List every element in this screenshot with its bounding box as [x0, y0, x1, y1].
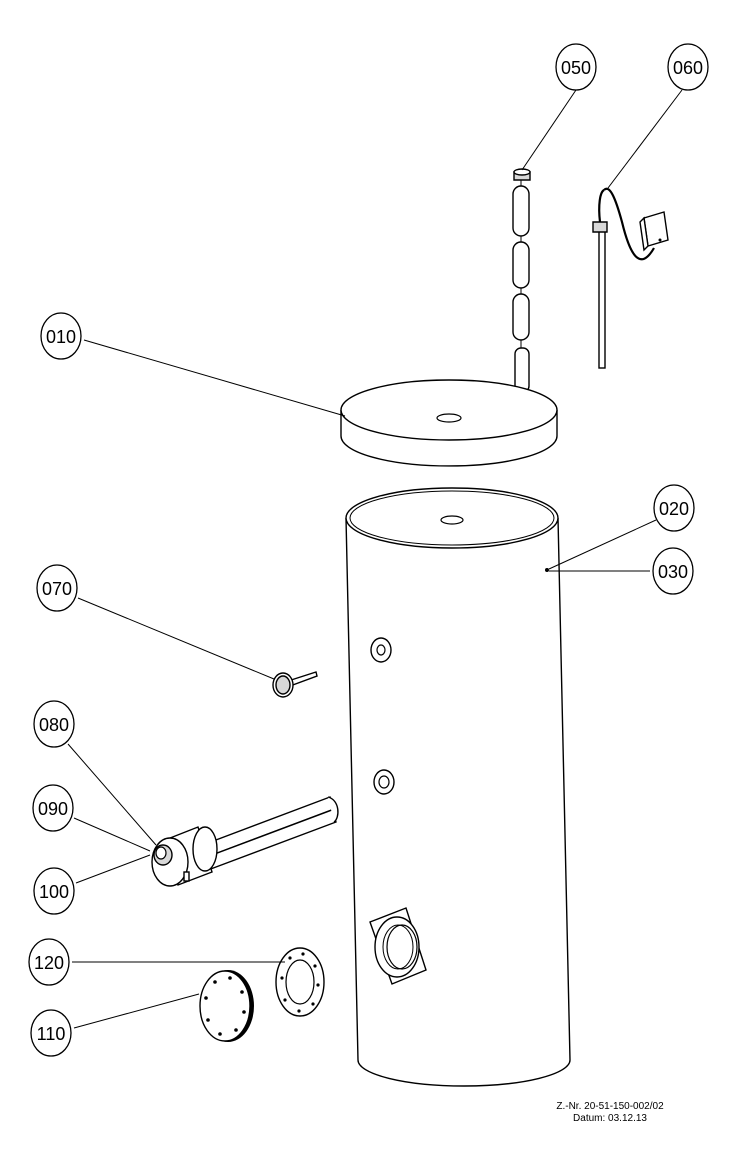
callout-030: 030	[652, 547, 694, 595]
callout-090: 090	[32, 784, 74, 832]
title-block: Z.-Nr. 20-51-150-002/02 Datum: 03.12.13	[540, 1101, 680, 1125]
drawing-date: Datum: 03.12.13	[573, 1113, 647, 1124]
part-070-sensor	[272, 671, 318, 698]
callout-010: 010	[40, 312, 82, 360]
callout-120-label: 120	[34, 953, 64, 973]
part-110-flange-cover	[199, 970, 254, 1042]
part-010-cover-lid	[340, 379, 558, 467]
callout-060-label: 060	[673, 58, 703, 78]
callout-020-label: 020	[659, 499, 689, 519]
drawing-number: Z.-Nr. 20-51-150-002/02	[556, 1101, 664, 1112]
callout-110: 110	[30, 1009, 72, 1057]
callout-090-label: 090	[38, 799, 68, 819]
callout-050-label: 050	[561, 58, 591, 78]
callout-100: 100	[33, 867, 75, 915]
callout-080: 080	[33, 700, 75, 748]
part-050-anode-rod	[512, 168, 531, 393]
callout-100-label: 100	[39, 882, 69, 902]
callout-060: 060	[667, 43, 709, 91]
callout-010-label: 010	[46, 327, 76, 347]
callout-030-label: 030	[658, 562, 688, 582]
callout-070: 070	[36, 564, 78, 612]
part-060-electronic-anode	[592, 187, 669, 369]
part-080-100-heating-element	[151, 796, 339, 887]
callout-050: 050	[555, 43, 597, 91]
callout-020: 020	[653, 484, 695, 532]
leader-lines	[67, 89, 683, 1029]
callout-110-label: 110	[37, 1024, 66, 1044]
callout-070-label: 070	[42, 579, 72, 599]
part-120-gasket	[275, 947, 325, 1017]
callout-120: 120	[28, 938, 70, 986]
callout-080-label: 080	[39, 715, 69, 735]
part-020-tank-body	[345, 487, 571, 1087]
